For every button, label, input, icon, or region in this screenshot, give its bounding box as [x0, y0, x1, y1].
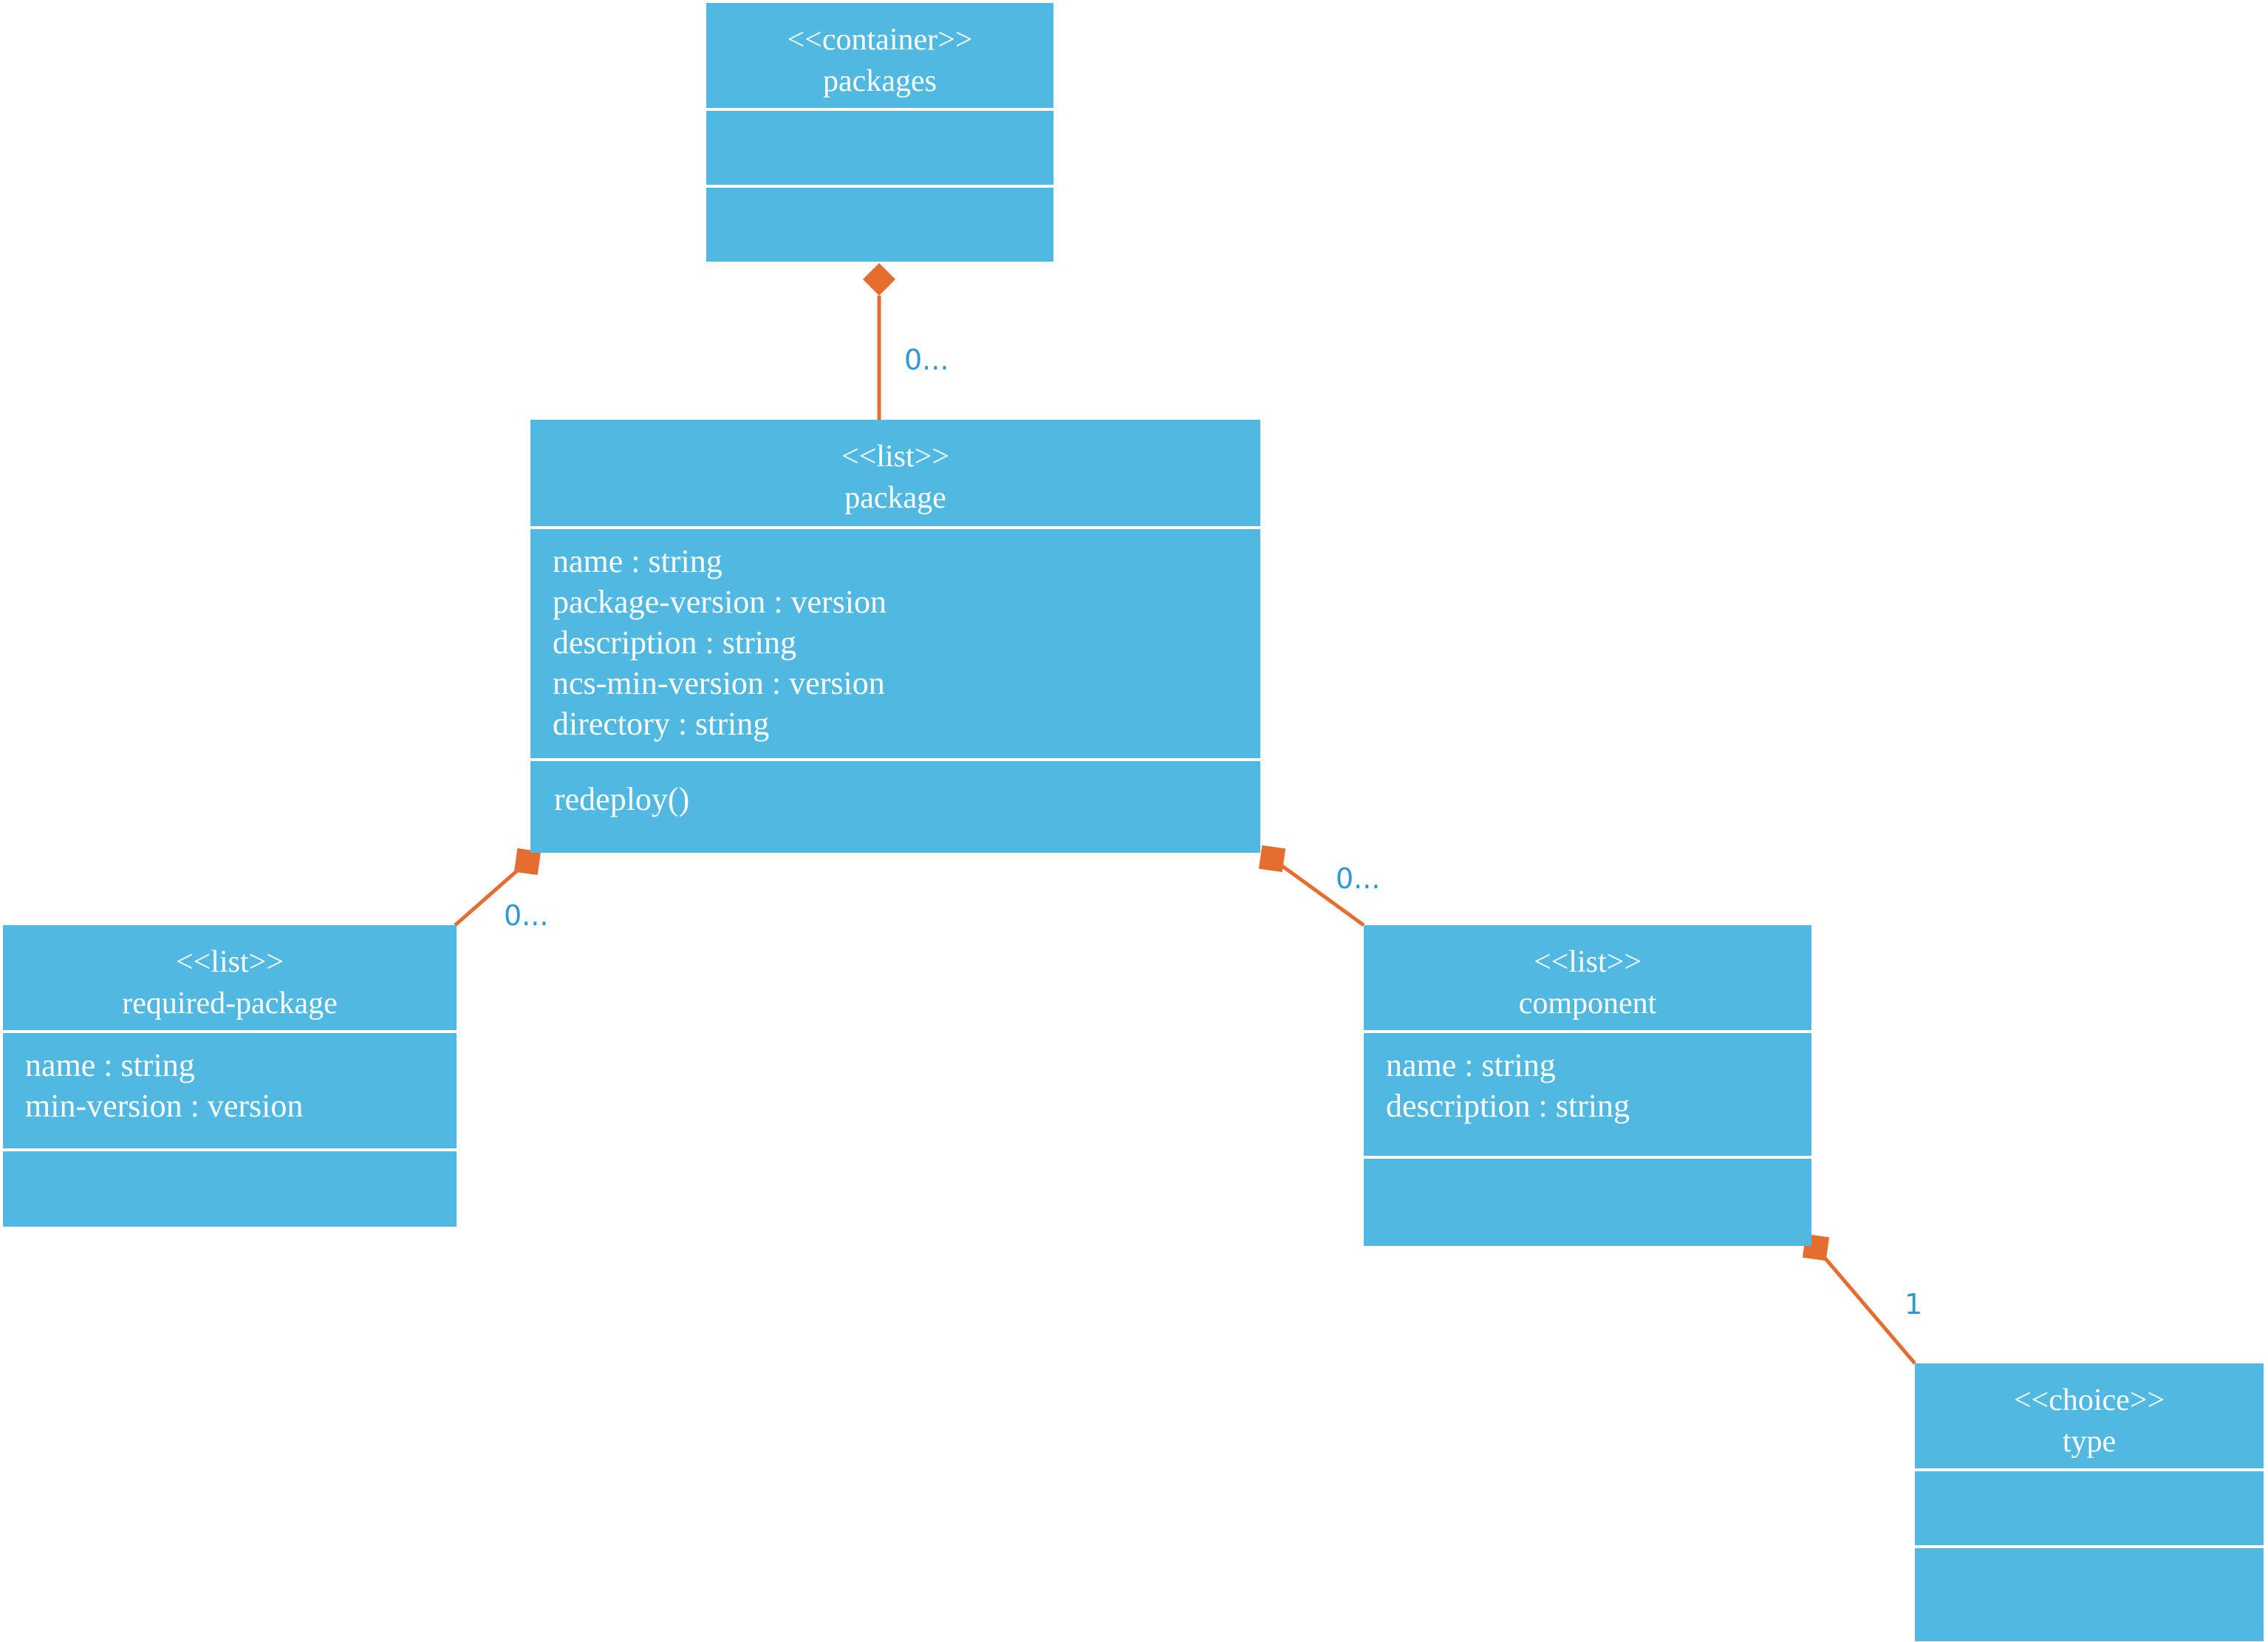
stereotype-label: <<choice>>	[2013, 1383, 2165, 1417]
composition-diamond-icon	[863, 263, 895, 296]
link-package-component	[1271, 856, 1365, 927]
composition-diamond-icon	[1258, 845, 1286, 873]
attribute: description : string	[553, 624, 796, 661]
attributes-compartment: name : string description : string	[1364, 1033, 1811, 1159]
operation: redeploy()	[554, 781, 690, 817]
class-name: required-package	[122, 987, 338, 1021]
operations-compartment	[706, 188, 1053, 259]
attribute: description : string	[1386, 1088, 1630, 1124]
class-package[interactable]: <<list>> package name : string package-v…	[530, 420, 1260, 853]
class-name: packages	[823, 64, 937, 98]
attribute: directory : string	[553, 706, 770, 742]
stereotype-label: <<list>>	[1533, 945, 1642, 979]
multiplicity-component-type: 1	[1905, 1288, 1922, 1321]
multiplicity-package-component: 0...	[1336, 862, 1380, 895]
class-type[interactable]: <<choice>> type	[1915, 1363, 2264, 1641]
attributes-compartment: name : string package-version : version …	[530, 529, 1260, 761]
operations-compartment: redeploy()	[530, 761, 1260, 853]
class-name: type	[2062, 1425, 2117, 1459]
class-header: <<list>> required-package	[3, 925, 457, 1033]
attribute: name : string	[25, 1047, 195, 1083]
attributes-compartment	[706, 111, 1053, 188]
operations-compartment	[3, 1151, 457, 1227]
stereotype-label: <<list>>	[175, 945, 284, 979]
attribute: name : string	[553, 543, 723, 579]
attribute: name : string	[1386, 1047, 1556, 1083]
attribute: ncs-min-version : version	[553, 665, 885, 701]
attributes-compartment	[1915, 1471, 2264, 1548]
class-packages[interactable]: <<container>> packages	[706, 3, 1053, 262]
operations-compartment	[1915, 1548, 2264, 1641]
class-header: <<container>> packages	[706, 3, 1053, 111]
class-header: <<list>> package	[530, 420, 1260, 529]
class-required-package[interactable]: <<list>> required-package name : string …	[3, 925, 457, 1227]
attribute: min-version : version	[25, 1088, 304, 1124]
multiplicity-packages-package: 0...	[904, 344, 949, 376]
link-component-type	[1814, 1246, 1916, 1365]
class-name: package	[844, 481, 946, 515]
stereotype-label: <<list>>	[841, 440, 950, 474]
multiplicity-package-required-package: 0...	[504, 899, 548, 932]
link-package-required-package	[454, 860, 529, 927]
operations-compartment	[1364, 1159, 1811, 1246]
class-header: <<choice>> type	[1915, 1363, 2264, 1471]
stereotype-label: <<container>>	[787, 23, 973, 57]
attributes-compartment: name : string min-version : version	[3, 1033, 457, 1151]
composition-diamond-icon	[513, 848, 542, 876]
class-component[interactable]: <<list>> component name : string descrip…	[1364, 925, 1811, 1246]
class-header: <<list>> component	[1364, 925, 1811, 1033]
attribute: package-version : version	[553, 584, 887, 620]
class-name: component	[1518, 987, 1657, 1021]
